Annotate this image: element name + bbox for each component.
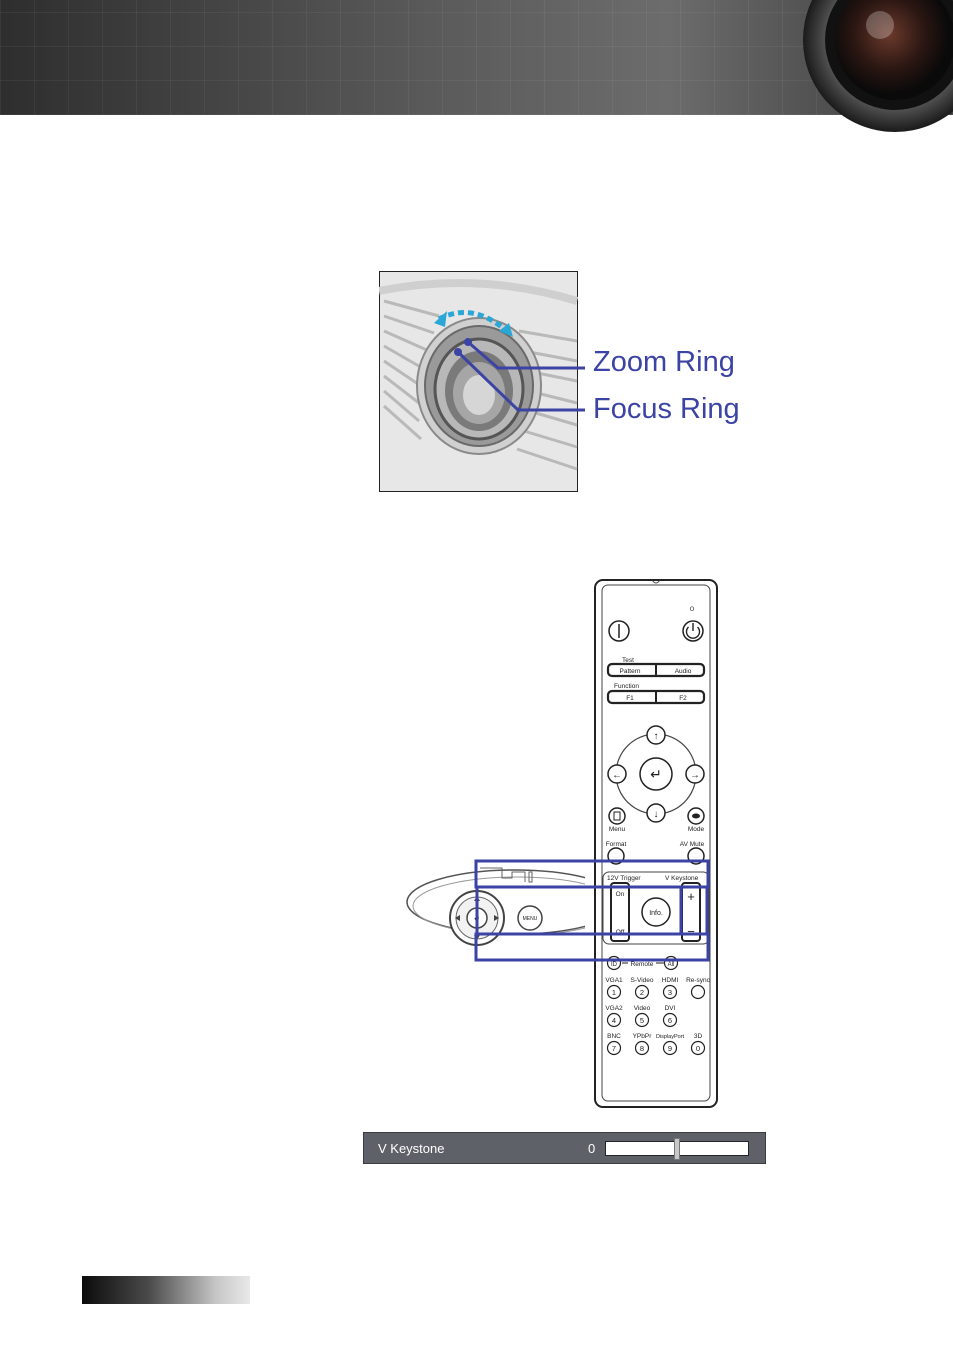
menu-icon (613, 811, 621, 821)
footer-gradient-bar (82, 1276, 250, 1304)
format-label: Format (606, 841, 627, 848)
info-label: Info. (649, 910, 663, 917)
on-label: On (616, 891, 625, 898)
key-caption: S-Video (630, 977, 653, 984)
f2-label: F2 (679, 695, 687, 702)
number-key-button[interactable] (606, 1012, 622, 1028)
mode-icon (692, 813, 700, 819)
menu-button[interactable] (608, 807, 626, 825)
id-label: ID (611, 962, 618, 968)
arrow-left-icon: ← (612, 770, 622, 781)
number-key-digit: 4 (612, 1016, 616, 1025)
arrow-up-icon: ↑ (654, 731, 659, 742)
enter-icon: ↵ (650, 766, 662, 782)
number-key-digit: 7 (612, 1044, 616, 1053)
callout-lines (454, 338, 585, 412)
key-caption: DisplayPort (656, 1034, 685, 1040)
vkeystone-slider-thumb[interactable] (674, 1138, 680, 1160)
trigger-rocker[interactable] (610, 882, 630, 942)
vkeystone-slider[interactable] (605, 1138, 749, 1160)
number-key-digit: 2 (640, 988, 644, 997)
number-key-digit: 6 (668, 1016, 672, 1025)
focus-ring-label: Focus Ring (593, 393, 740, 425)
lens-photo (379, 271, 579, 492)
f1-label: F1 (626, 695, 634, 702)
left-button[interactable] (607, 764, 627, 784)
function-label: Function (614, 683, 639, 690)
power-indicator: o (690, 604, 695, 613)
remote-control: o Test Pattern Audio Function F1 F2 ↵ ↑ … (594, 579, 718, 1108)
minus-label: − (687, 924, 695, 939)
number-key-digit: 5 (640, 1016, 644, 1025)
number-key-button[interactable] (606, 1040, 622, 1056)
header-band (0, 0, 953, 115)
test-label: Test (622, 657, 634, 664)
trigger-label: 12V Trigger (607, 875, 641, 882)
number-key-button[interactable] (606, 984, 622, 1000)
enter-button[interactable] (639, 757, 673, 791)
number-key-digit: 8 (640, 1044, 644, 1053)
key-caption: Video (634, 1005, 651, 1012)
right-button[interactable] (685, 764, 705, 784)
number-key-button[interactable] (634, 1012, 650, 1028)
up-button[interactable] (646, 725, 666, 745)
key-caption: Re-sync (686, 977, 711, 984)
key-caption: 3D (694, 1033, 703, 1040)
number-key-button[interactable] (634, 984, 650, 1000)
number-key-digit: 1 (612, 988, 616, 997)
menu-label: Menu (609, 826, 626, 833)
key-caption: VGA1 (605, 977, 623, 984)
number-key-button[interactable] (662, 1012, 678, 1028)
power-icon (685, 626, 701, 639)
arrow-down-icon: ↓ (654, 809, 659, 820)
av-mute-label: AV Mute (680, 841, 705, 848)
pattern-label: Pattern (620, 668, 641, 675)
key-caption: HDMI (662, 977, 679, 984)
plus-label: + (687, 889, 695, 904)
down-button[interactable] (646, 803, 666, 823)
audio-label: Audio (675, 668, 692, 675)
mode-label: Mode (688, 826, 705, 833)
vkeystone-label: V Keystone (665, 875, 699, 882)
number-key-digit: 0 (696, 1044, 700, 1053)
number-key-button[interactable] (690, 1040, 706, 1056)
number-key-button[interactable] (690, 984, 706, 1000)
key-caption: DVI (665, 1005, 676, 1012)
vkeystone-osd-label: V Keystone (378, 1141, 445, 1156)
key-caption: BNC (607, 1033, 621, 1040)
remote-label: Remote (631, 961, 654, 968)
keystone-highlight (474, 859, 710, 962)
number-key-button[interactable] (634, 1040, 650, 1056)
info-button[interactable] (641, 897, 671, 927)
lens-graphic (803, 0, 953, 132)
number-key-digit: 9 (668, 1044, 672, 1053)
arrow-right-icon: → (690, 770, 700, 781)
vkeystone-osd-value: 0 (588, 1141, 596, 1156)
number-key-digit: 3 (668, 988, 672, 997)
key-caption: YPbPr (633, 1033, 653, 1040)
keypad-menu-label: MENU (523, 916, 538, 922)
number-key-button[interactable] (662, 1040, 678, 1056)
vkeystone-osd-bar: V Keystone 0 (363, 1132, 766, 1164)
zoom-ring-label: Zoom Ring (593, 346, 735, 378)
key-caption: VGA2 (605, 1005, 623, 1012)
number-key-button[interactable] (662, 984, 678, 1000)
all-label: All (668, 962, 675, 968)
